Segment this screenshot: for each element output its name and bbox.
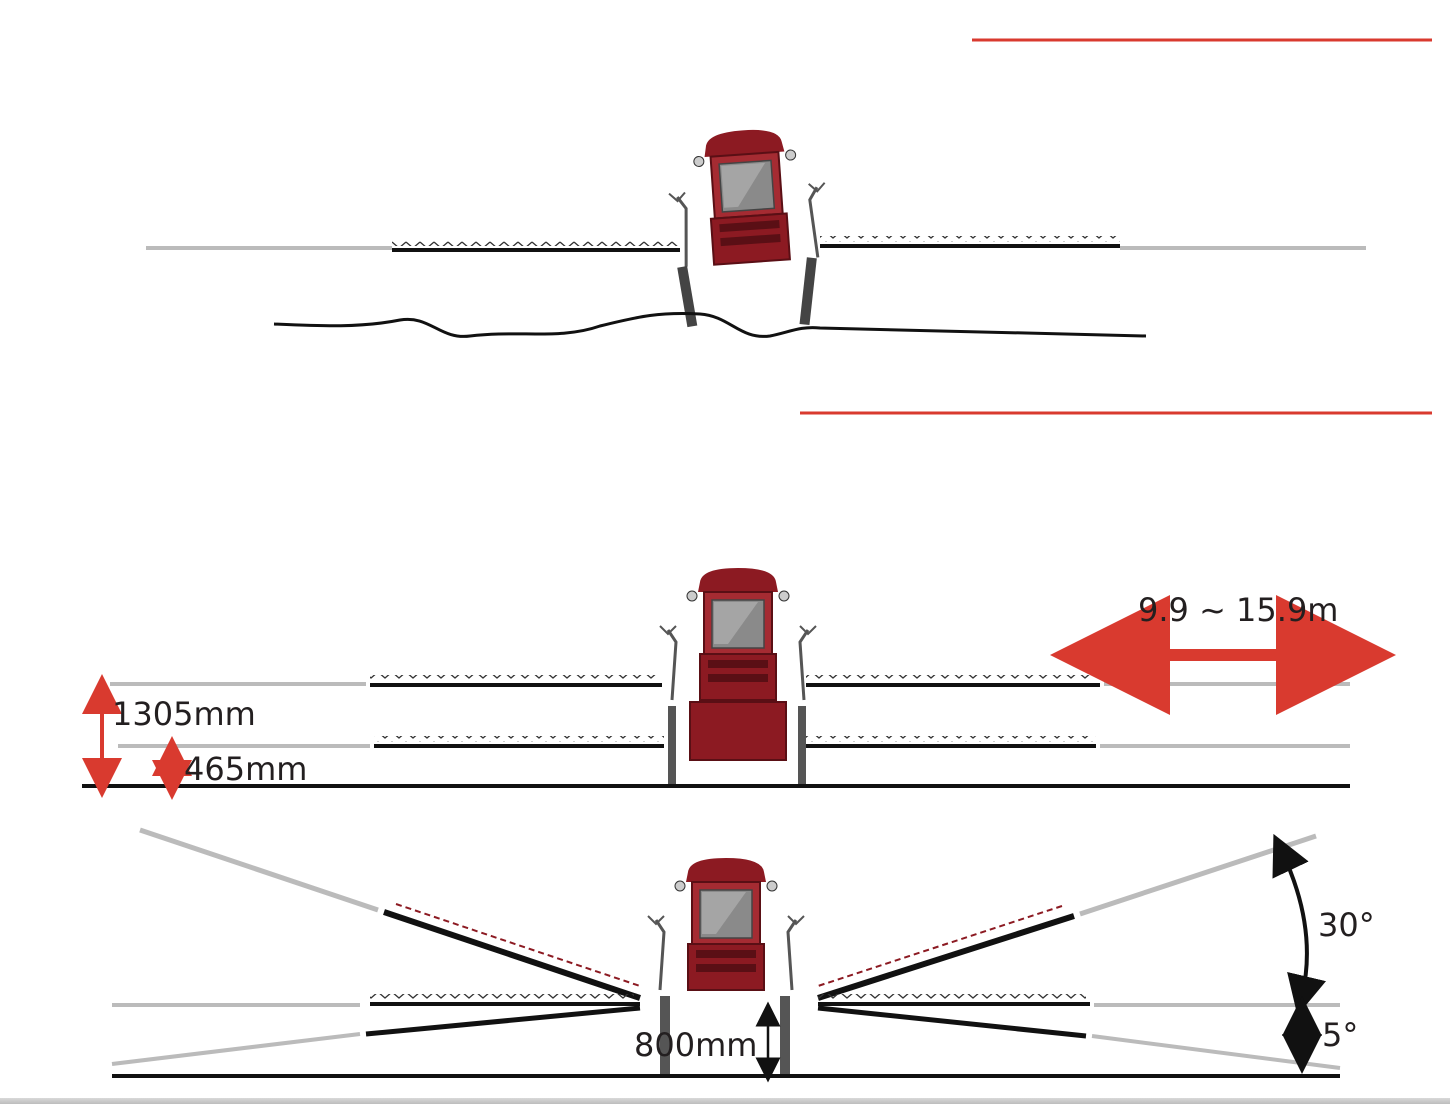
ground-clearance-label: 800mm <box>634 1026 757 1064</box>
figure-uneven-terrain <box>146 123 1366 338</box>
height-max-label: 1305mm <box>112 695 256 733</box>
height-min-label: 465mm <box>184 750 307 788</box>
ground-profile <box>273 312 1147 338</box>
tilt-down-label: 5° <box>1322 1016 1358 1054</box>
bottom-edge <box>0 1098 1450 1104</box>
figure-boom-height: 9.9 ~ 15.9m 1305mm 465mm <box>82 566 1396 800</box>
tilt-up-arrow <box>1272 833 1327 1016</box>
figure-boom-tilt: 800mm 30° 5° <box>111 827 1375 1083</box>
boom-width-label: 9.9 ~ 15.9m <box>1138 591 1338 629</box>
tilt-up-label: 30° <box>1318 906 1375 944</box>
